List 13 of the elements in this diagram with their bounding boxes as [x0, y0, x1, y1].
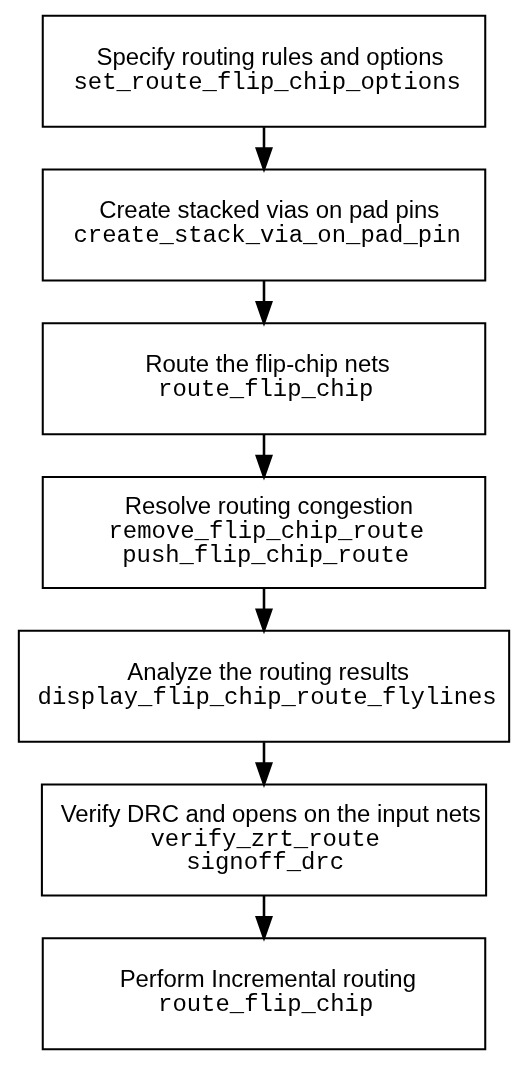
node-box: Analyze the routing results display_flip_chip_route_flylines — [17, 629, 510, 743]
node-box: Verify DRC and opens on the input nets verify_zrt_route signoff_drc — [40, 783, 487, 897]
node-box: Route the flip-chip nets route_flip_chip — [41, 322, 486, 436]
arrow — [254, 588, 273, 635]
node-box: Perform Incremental routing route_flip_chip — [41, 937, 486, 1051]
arrow — [254, 896, 273, 942]
node-box: Create stacked vias on pad pins create_stack_via_on_pad_pin — [41, 168, 486, 282]
arrow — [254, 127, 273, 173]
arrow — [254, 742, 273, 788]
node-box: Resolve routing congestion remove_flip_chip_route push_flip_chip_route — [41, 475, 486, 590]
arrow — [254, 434, 273, 481]
arrow — [254, 280, 273, 327]
node-box: Specify routing rules and options set_route_flip_chip_options — [41, 14, 486, 128]
